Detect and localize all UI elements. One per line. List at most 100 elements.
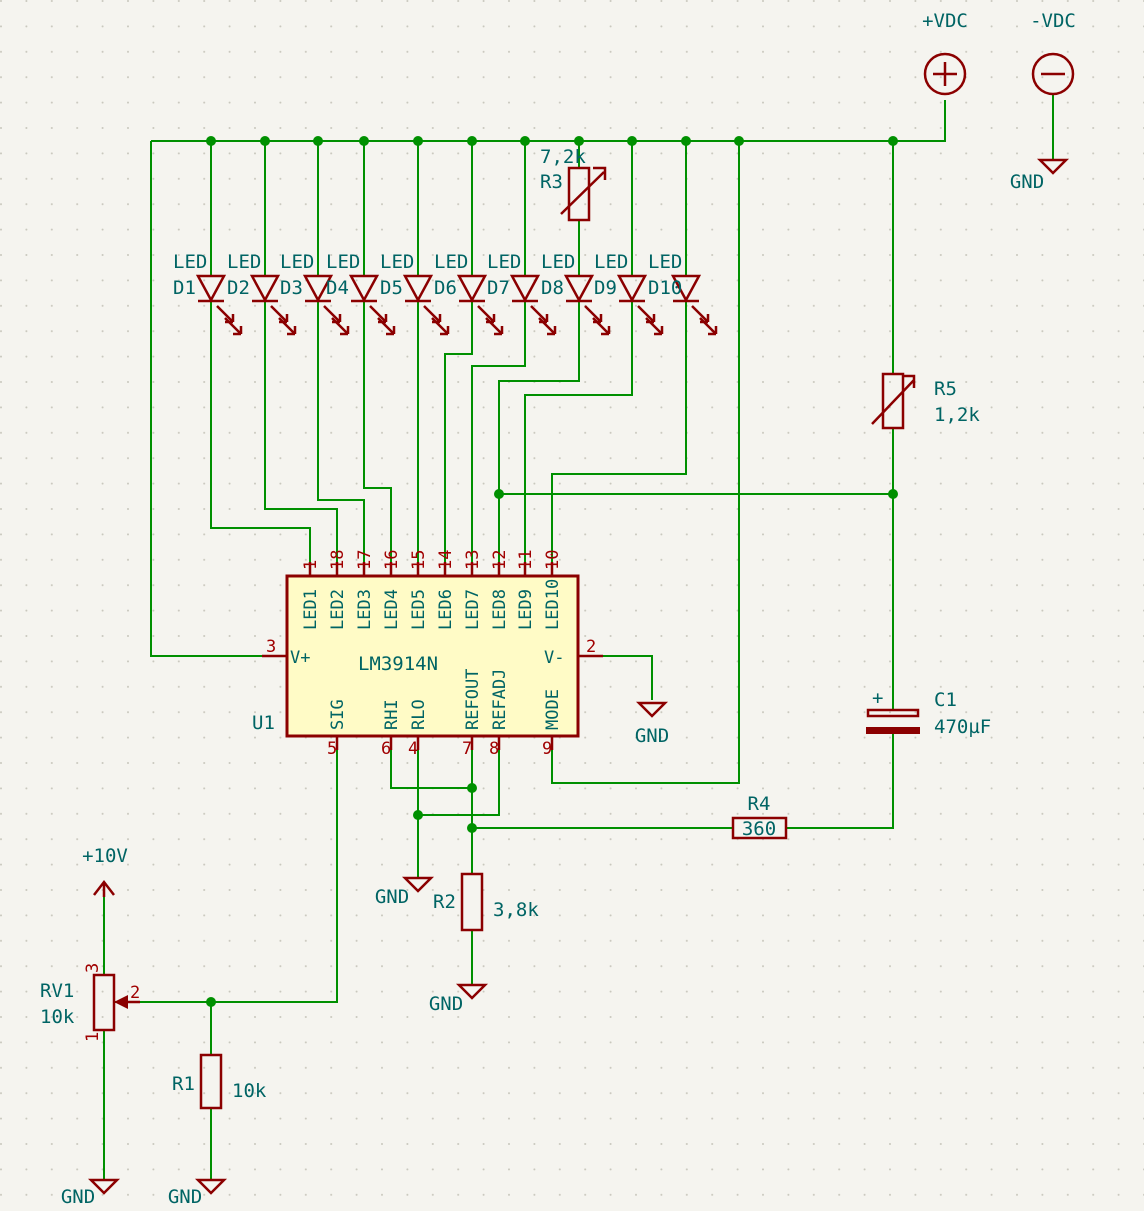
led-ref-label: D10	[648, 277, 682, 299]
ic-pin-num: 5	[327, 739, 337, 759]
junctions	[206, 136, 898, 1007]
ic-pin-name: RHI	[382, 699, 402, 730]
r1-ref: R1	[172, 1073, 195, 1095]
ic-pin-num: 12	[490, 550, 510, 570]
ic-pin-name: LED8	[490, 589, 510, 630]
ic-pin-num: 7	[462, 739, 472, 759]
resistor-r5: R5 1,2k	[871, 372, 980, 430]
ic-pin-name-vplus: V+	[290, 648, 310, 668]
r3-value: 7,2k	[540, 146, 586, 168]
ic-pin-name: REFADJ	[490, 669, 510, 730]
led-ref-label: D8	[541, 277, 564, 299]
ic-pin-name: LED6	[436, 589, 456, 630]
led-type-label: LED	[594, 251, 628, 273]
led-d5: LED D5	[380, 251, 450, 336]
led-ref-label: D4	[326, 277, 349, 299]
r3-ref: R3	[540, 171, 563, 193]
ic-value: LM3914N	[358, 653, 438, 675]
r1-value: 10k	[232, 1080, 267, 1102]
ic-pin-name: LED3	[355, 589, 375, 630]
ic-pin-num: 10	[543, 550, 563, 570]
ic-body	[285, 574, 580, 738]
c1-ref: C1	[934, 689, 957, 711]
ic-pin-name: LED9	[516, 589, 536, 630]
ic-pin-num: 9	[542, 739, 552, 759]
rv1-ref: RV1	[40, 980, 74, 1002]
ic-pin-name: RLO	[409, 699, 429, 730]
led-ref-label: D2	[227, 277, 250, 299]
ic-pin-num-vplus: 3	[266, 637, 276, 657]
gnd-symbol-r1: GND	[168, 1178, 228, 1208]
ic-pin-num: 17	[355, 550, 375, 570]
led-d10: LED D10	[648, 251, 718, 336]
gnd-symbol-ic: GND	[635, 701, 669, 747]
gnd-label-r2: GND	[429, 993, 463, 1015]
led-type-label: LED	[648, 251, 682, 273]
ic-pin-num: 4	[408, 739, 418, 759]
ic-pin-name: LED5	[409, 589, 429, 630]
rv1-pin3: 3	[83, 963, 103, 973]
ic-pin-num: 18	[328, 550, 348, 570]
gnd-symbol-vdc: GND	[1010, 158, 1070, 193]
ic-u1: LM3914N U1 V+ 3 V- 2 1LED118LED217LED316…	[252, 550, 603, 759]
gnd-label-r1: GND	[168, 1186, 202, 1208]
ic-pin-name: LED2	[328, 589, 348, 630]
resistor-r2: R2 3,8k	[433, 872, 539, 932]
led-type-label: LED	[434, 251, 468, 273]
ic-pin-name: LED10	[543, 579, 563, 630]
power-symbol-plus-vdc: +VDC	[922, 10, 968, 96]
ic-pin-num-vminus: 2	[586, 637, 596, 657]
r5-value: 1,2k	[934, 404, 980, 426]
r4-ref: R4	[748, 793, 771, 815]
r2-value: 3,8k	[493, 899, 539, 921]
ic-pin-name: REFOUT	[463, 669, 483, 730]
potentiometer-rv1: 3 1 2 RV1 10k	[40, 963, 140, 1042]
rv1-pin2: 2	[130, 983, 140, 1003]
gnd-label-rlo: GND	[375, 886, 409, 908]
led-type-label: LED	[326, 251, 360, 273]
power-symbol-plus10v: +10V	[82, 845, 128, 897]
r5-ref: R5	[934, 378, 957, 400]
ic-top-pins: 1LED118LED217LED316LED415LED514LED613LED…	[301, 550, 563, 630]
wires	[103, 95, 1054, 1180]
resistor-r1: R1 10k	[172, 1053, 267, 1110]
ic-ref: U1	[252, 712, 275, 734]
led-type-label: LED	[227, 251, 261, 273]
plus10v-label: +10V	[82, 845, 128, 867]
ic-pin-num: 11	[516, 550, 536, 570]
ic-pin-name: MODE	[543, 689, 563, 730]
gnd-label-ic: GND	[635, 725, 669, 747]
led-ref-label: D5	[380, 277, 403, 299]
led-type-label: LED	[280, 251, 314, 273]
ic-pin-num: 16	[382, 550, 402, 570]
led-d4: LED D4	[326, 251, 396, 336]
power-symbol-minus-vdc: -VDC	[1030, 10, 1076, 96]
capacitor-c1: + C1 470µF	[866, 687, 991, 738]
led-type-label: LED	[380, 251, 414, 273]
led-d2: LED D2	[227, 251, 297, 336]
led-type-label: LED	[173, 251, 207, 273]
led-ref-label: D9	[594, 277, 617, 299]
led-array: LEDD1LEDD2LEDD3LEDD4LEDD5LEDD6LEDD7LEDD8…	[173, 251, 718, 336]
plus-vdc-label: +VDC	[922, 10, 968, 32]
ic-pin-num: 14	[436, 550, 456, 570]
ic-pin-num: 13	[463, 550, 483, 570]
led-d9: LED D9	[594, 251, 664, 336]
led-type-label: LED	[487, 251, 521, 273]
resistor-r3: 7,2k R3	[540, 146, 607, 222]
rv1-value: 10k	[40, 1006, 75, 1028]
gnd-symbol-rv1: GND	[61, 1178, 121, 1208]
minus-vdc-label: -VDC	[1030, 10, 1076, 32]
ic-pin-name: LED7	[463, 589, 483, 630]
gnd-label-vdc: GND	[1010, 171, 1044, 193]
resistor-r4: R4 360	[731, 793, 788, 840]
rv1-pin1: 1	[83, 1032, 103, 1042]
ic-pin-name-vminus: V-	[544, 648, 564, 668]
